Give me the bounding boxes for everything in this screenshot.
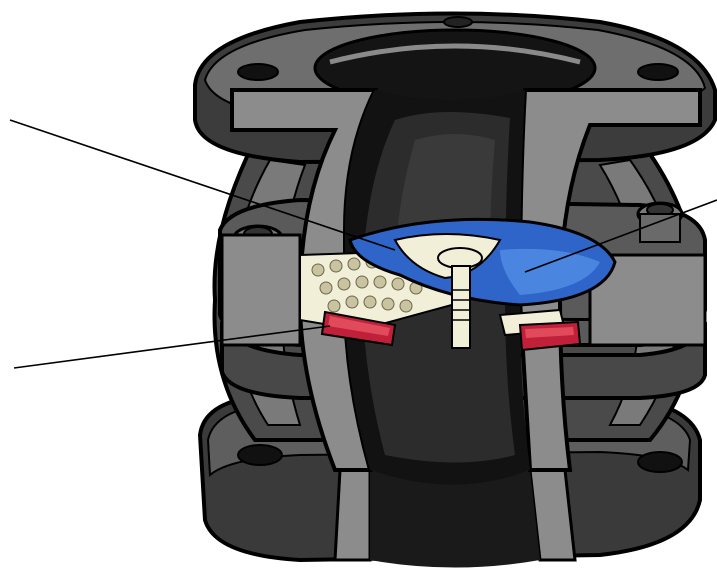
- right-gasket: [520, 322, 580, 350]
- top-right-bolt-hole: [638, 64, 678, 80]
- bottom-right-bolt-hole: [638, 452, 682, 472]
- bottom-left-bolt-hole: [238, 445, 282, 465]
- top-back-bolt-hole: [444, 17, 472, 27]
- top-left-bolt-hole: [238, 64, 278, 80]
- right-bolt: [638, 203, 682, 242]
- disc-stem: [452, 266, 470, 348]
